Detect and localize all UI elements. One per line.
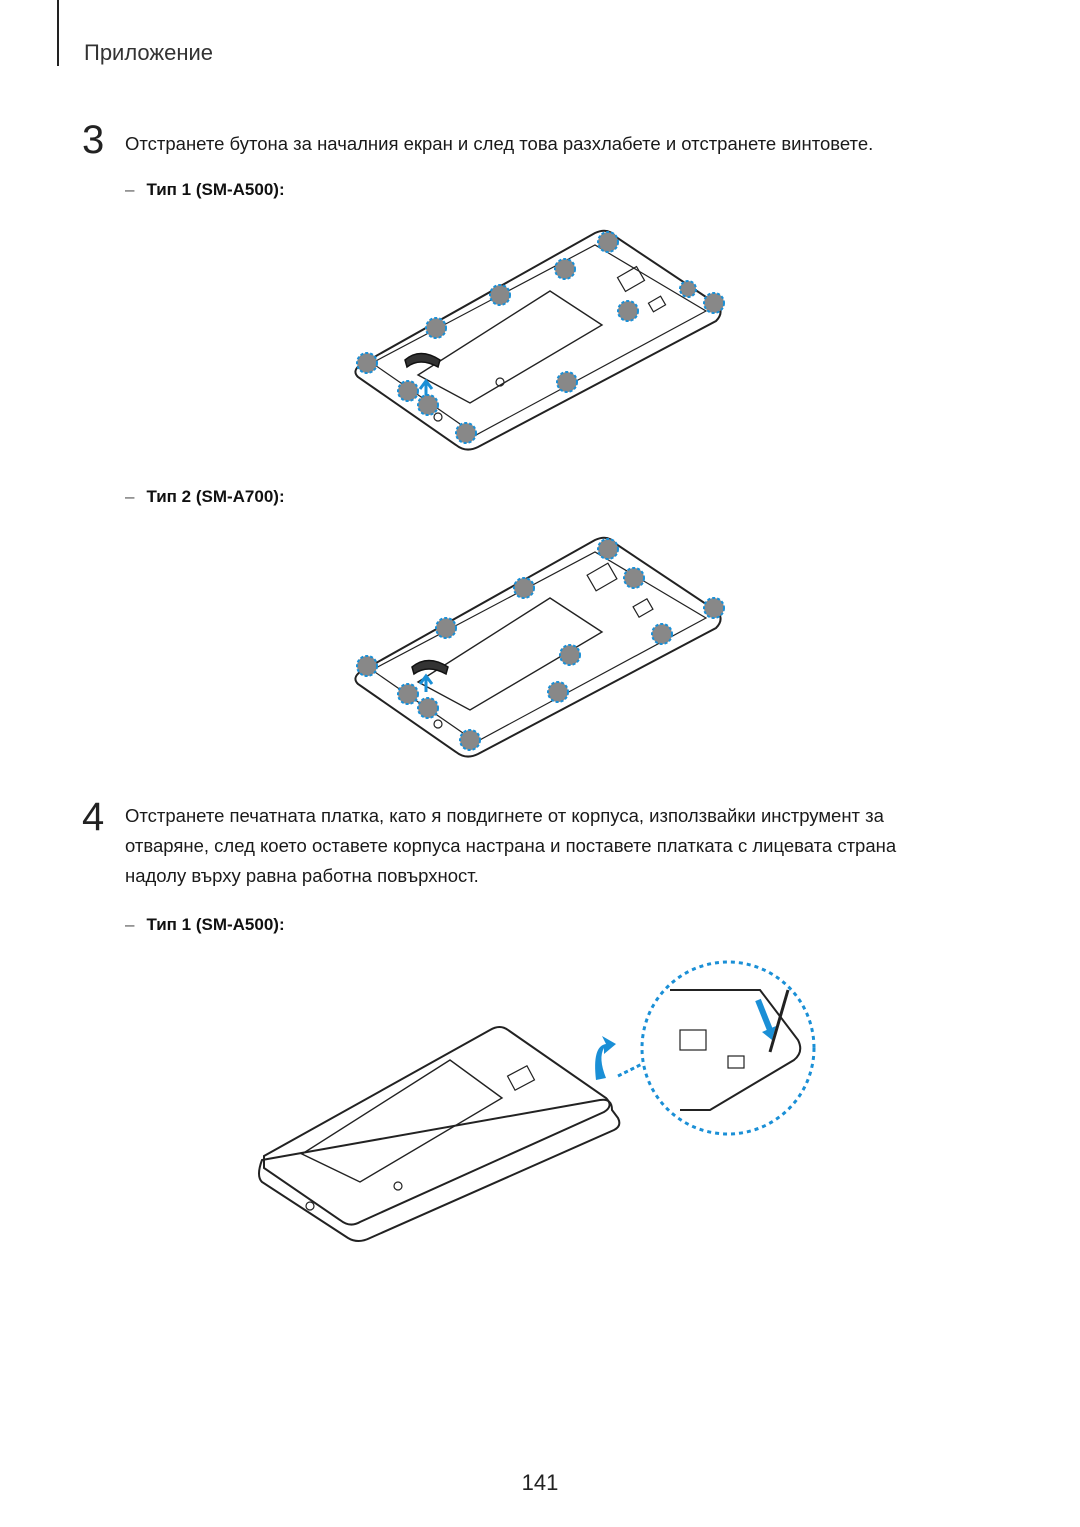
step-number-3: 3 [82, 118, 105, 162]
phone-type1-diagram [354, 229, 725, 451]
header-rule [57, 0, 59, 66]
variant-dash: – [125, 487, 135, 506]
variant-dash: – [125, 915, 135, 934]
step-3-text: Отстранете бутона за началния екран и сл… [125, 133, 874, 154]
section-title: Приложение [84, 40, 214, 65]
variant-dash: – [125, 180, 135, 199]
page-number: 141 [521, 1470, 559, 1495]
variant-label-type2: –Тип 2 (SM-A700): [125, 487, 285, 507]
phone-board-lift-diagram [258, 960, 816, 1242]
variant-label-type1: –Тип 1 (SM-A500): [125, 180, 285, 200]
variant-label-type1-step4: –Тип 1 (SM-A500): [125, 915, 285, 935]
phone-type2-diagram [354, 536, 725, 758]
variant-text: Тип 1 (SM-A500): [146, 180, 285, 199]
step-4-text: Отстранете печатната платка, като я повд… [125, 805, 897, 886]
variant-text: Тип 2 (SM-A700): [146, 487, 285, 506]
variant-text: Тип 1 (SM-A500): [146, 915, 285, 934]
step-number-4: 4 [82, 795, 105, 839]
